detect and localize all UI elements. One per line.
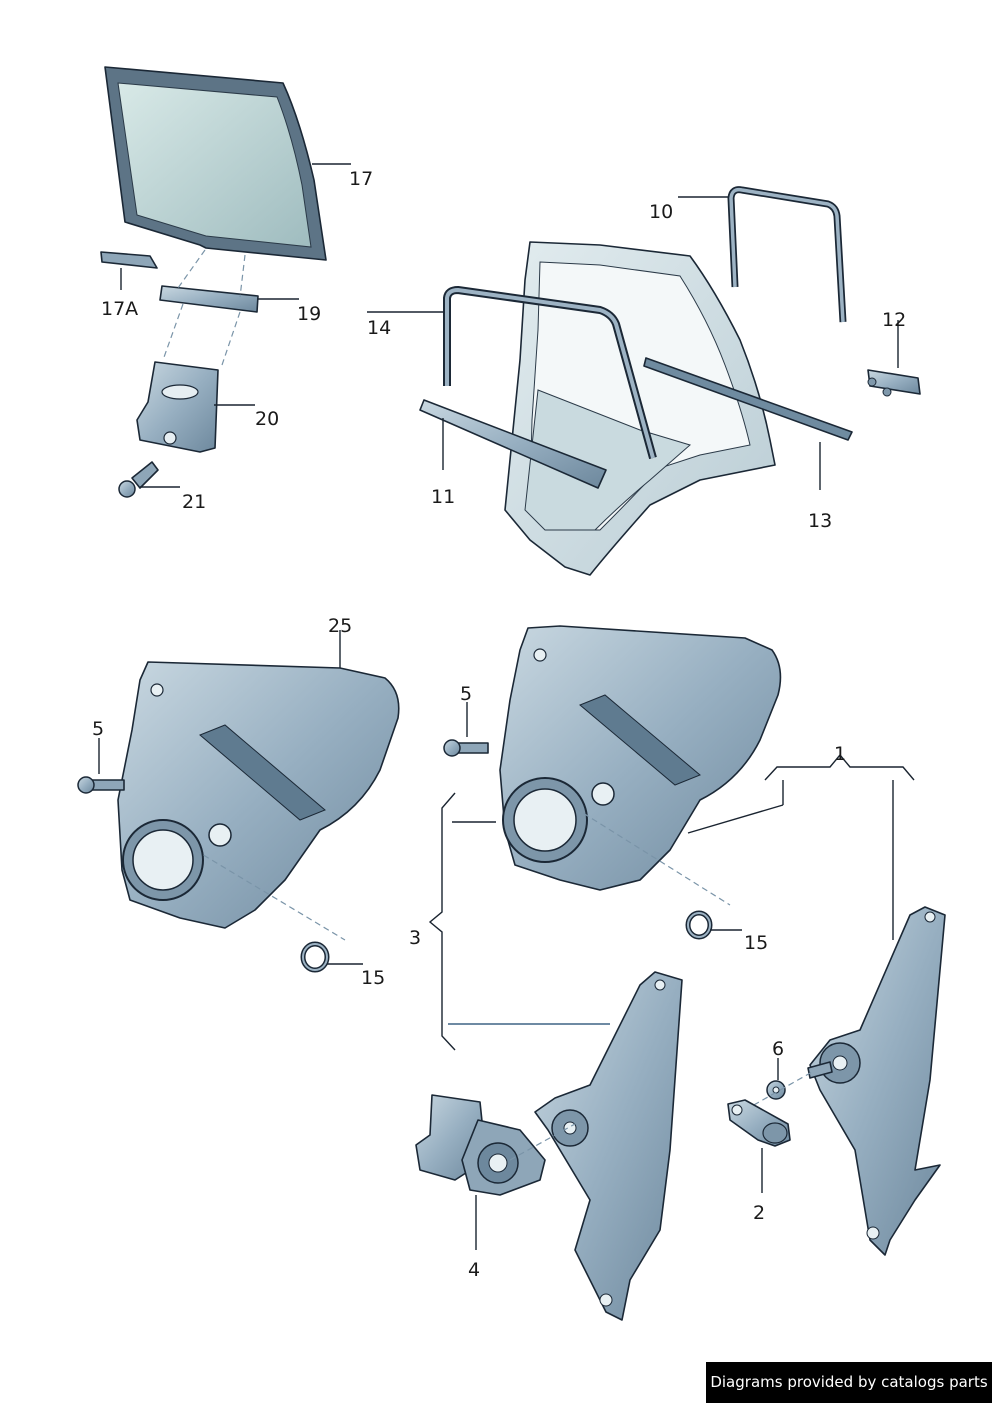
callout-19: 19 [297, 303, 321, 325]
window-seal-10 [727, 186, 847, 323]
window-glass [104, 66, 327, 261]
callout-25: 25 [328, 615, 352, 637]
o-ring-15-right [685, 910, 713, 940]
outer-strip-13 [643, 357, 853, 441]
window-regulator-center [534, 971, 683, 1321]
o-ring-15-left [300, 941, 330, 973]
window-seal-14 [443, 286, 657, 460]
callout-5-right: 5 [460, 683, 472, 705]
callout-4: 4 [468, 1259, 480, 1281]
callout-21: 21 [182, 491, 206, 513]
bolt-5-left [77, 776, 125, 794]
callout-2: 2 [753, 1202, 765, 1224]
guide-block-12 [867, 369, 921, 397]
door-module-carrier-right [499, 625, 782, 891]
callout-11: 11 [431, 486, 455, 508]
callout-12: 12 [882, 309, 906, 331]
callout-5-left: 5 [92, 718, 104, 740]
bolt-5-right [443, 739, 489, 757]
guide-line [221, 311, 241, 366]
callout-14: 14 [367, 317, 391, 339]
guide-line [177, 249, 206, 289]
callout-20: 20 [255, 408, 279, 430]
glass-channel-piece [100, 251, 158, 269]
callout-13: 13 [808, 510, 832, 532]
callout-1: 1 [834, 743, 846, 765]
callout-6: 6 [772, 1038, 784, 1060]
window-regulator-right [807, 906, 946, 1256]
callout-15-left: 15 [361, 967, 385, 989]
guide-line [239, 254, 246, 298]
window-strip-11 [419, 399, 607, 489]
nut-6 [766, 1080, 786, 1100]
callout-17a: 17A [101, 298, 138, 320]
callout-10: 10 [649, 201, 673, 223]
glass-channel-19 [159, 285, 259, 313]
crank-handle-2 [727, 1099, 791, 1147]
guide-line [509, 1123, 576, 1161]
guide-line [162, 303, 184, 361]
callout-17: 17 [349, 168, 373, 190]
callout-15-right: 15 [744, 932, 768, 954]
door-module-carrier-left [117, 661, 400, 929]
window-motor-4 [415, 1094, 546, 1196]
credit-banner: Diagrams provided by catalogs parts [706, 1362, 992, 1403]
guide-line [574, 807, 731, 906]
callout-3: 3 [409, 927, 421, 949]
bolt-21 [118, 461, 159, 498]
guide-line [194, 849, 346, 941]
callouts: 17 17A 19 20 21 10 12 14 11 13 25 5 5 15… [92, 168, 906, 1281]
window-bracket [136, 361, 219, 453]
guide-line [744, 1071, 813, 1111]
leader-lines [98, 163, 915, 1250]
